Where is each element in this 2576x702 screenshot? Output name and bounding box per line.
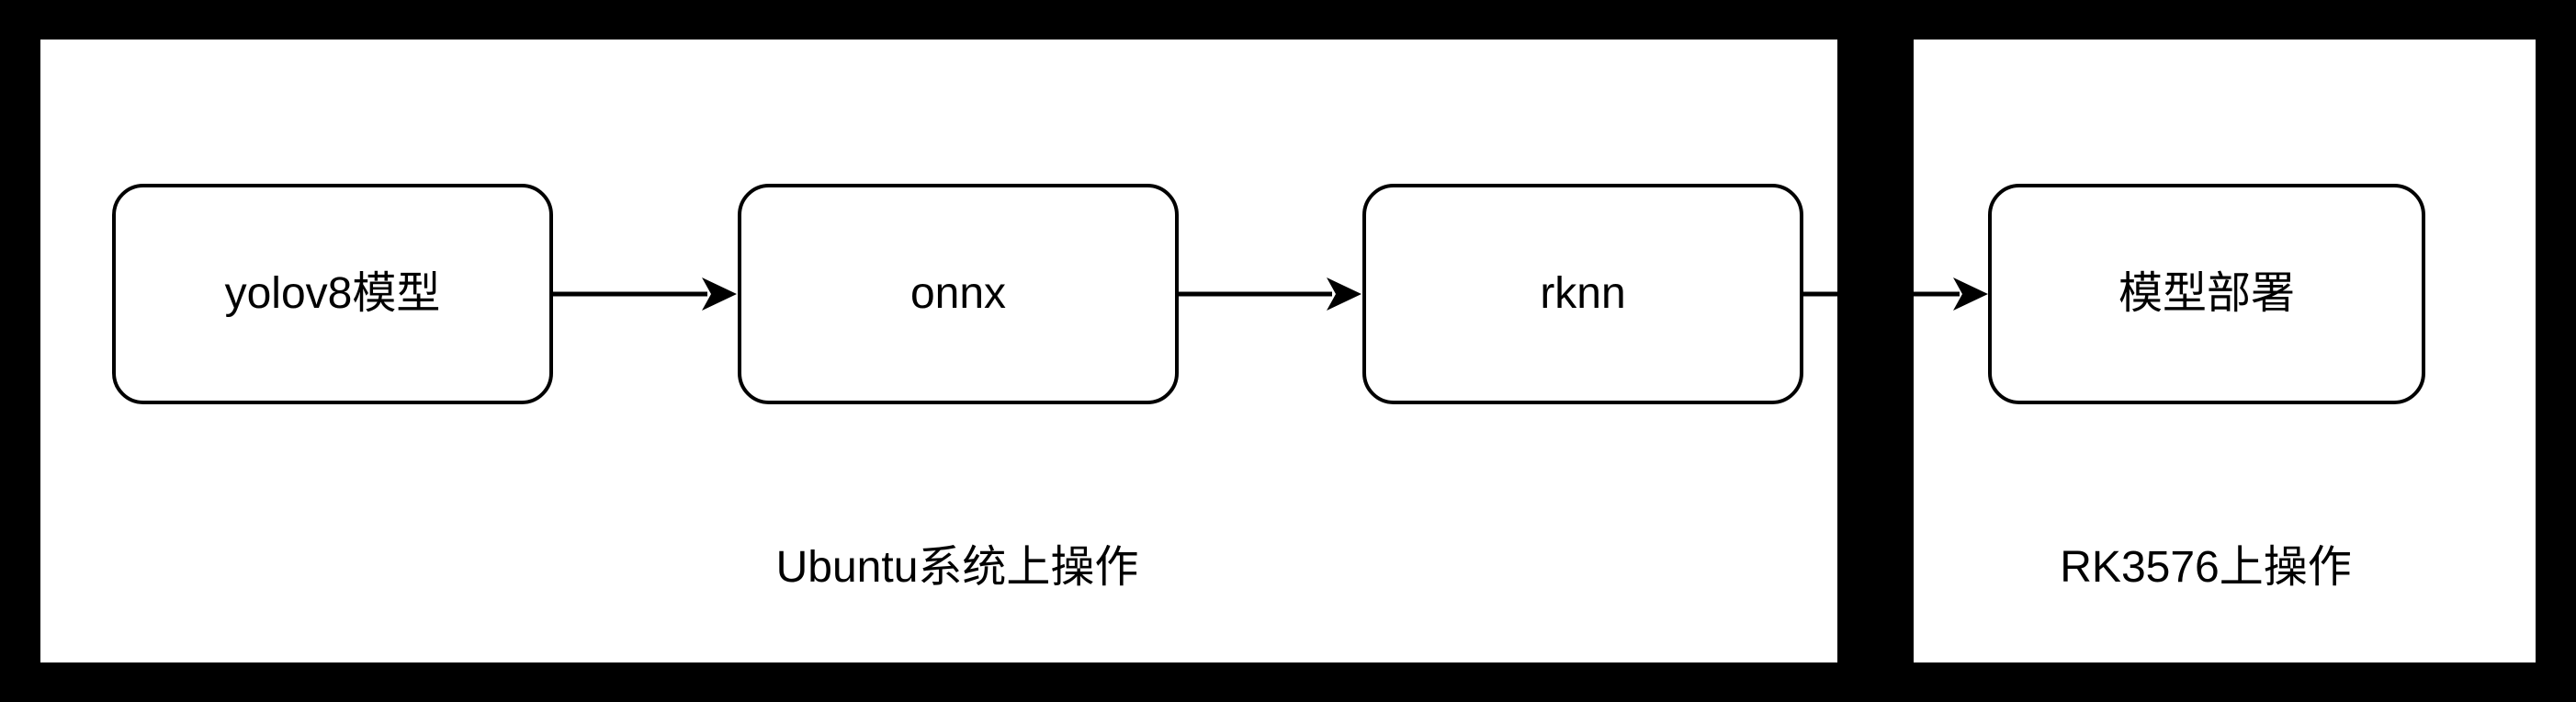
group-rk3576-label: RK3576上操作 [2060, 543, 2352, 592]
group-ubuntu-label: Ubuntu系统上操作 [775, 543, 1139, 592]
group-ubuntu-panel: yolov8模型 onnx rknn Ubuntu系统上操作 [40, 40, 1837, 662]
node-yolov8-model-label: yolov8模型 [224, 269, 441, 318]
node-model-deploy-label: 模型部署 [2118, 269, 2295, 318]
node-onnx: onnx [738, 184, 1179, 404]
node-model-deploy: 模型部署 [1988, 184, 2425, 404]
node-rknn: rknn [1362, 184, 1803, 404]
arrow-onnx-to-rknn-icon [1178, 277, 1361, 311]
node-yolov8-model: yolov8模型 [112, 184, 553, 404]
arrow-rknn-to-deploy-tail-icon [1802, 291, 1837, 297]
group-rk3576-panel: 模型部署 RK3576上操作 [1914, 40, 2536, 662]
arrow-rknn-to-deploy-head-icon [1914, 277, 1988, 311]
node-onnx-label: onnx [910, 269, 1007, 318]
node-rknn-label: rknn [1540, 269, 1626, 318]
arrow-yolov8-to-onnx-icon [553, 277, 737, 311]
